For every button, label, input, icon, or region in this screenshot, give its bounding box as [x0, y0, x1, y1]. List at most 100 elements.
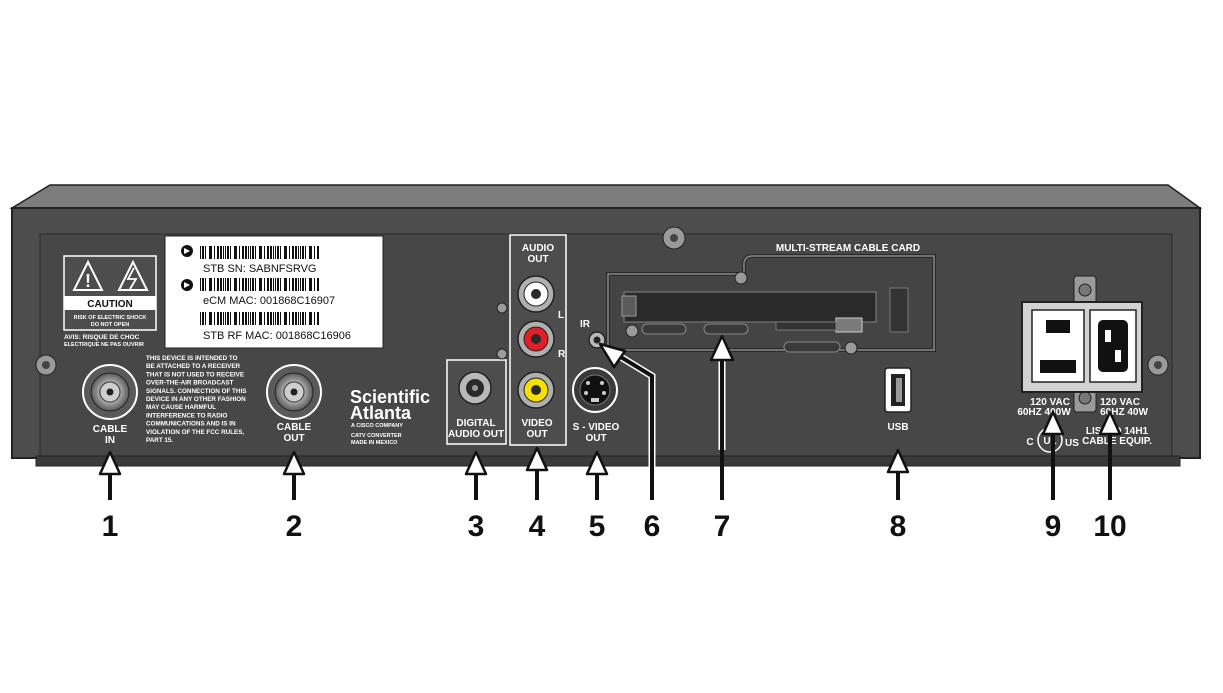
barcode-bar: [248, 278, 249, 291]
warning-icon: [72, 259, 104, 291]
barcode-bar: [202, 246, 204, 259]
barcode-bar: [317, 278, 319, 291]
barcode-bar: [217, 312, 219, 325]
barcode-bar: [298, 312, 299, 325]
barcode-bar: [305, 246, 306, 259]
barcode-bar: [220, 278, 222, 291]
caution-label-frame: [63, 255, 157, 331]
power-section: 120 VAC 60HZ 400W 120 VAC 60HZ 40W UL C …: [1017, 275, 1152, 453]
barcode-bar: [292, 246, 294, 259]
barcode-bar: [230, 278, 231, 291]
arrow-bullet-icon: [184, 248, 190, 254]
barcode-bar: [239, 246, 240, 259]
barcode-bar: [289, 278, 290, 291]
fcc-notice-line: BE ATTACHED TO A RECEIVER: [146, 363, 241, 370]
barcode-bar: [292, 312, 294, 325]
barcode-bar: [277, 278, 279, 291]
barcode-bar: [314, 278, 315, 291]
f-connector-pin: [106, 388, 114, 396]
barcode-bar: [230, 312, 231, 325]
barcode-bar: [220, 246, 222, 259]
screw-icon: [496, 348, 508, 360]
callout-number-1: 1: [102, 510, 119, 543]
fcc-notice-line: THIS DEVICE IS INTENDED TO: [146, 355, 238, 362]
barcode-bar: [309, 312, 312, 325]
brand-line-1: Scientific: [350, 387, 430, 407]
barcode-bar: [255, 278, 256, 291]
barcode-bar: [234, 312, 237, 325]
cable-out-connector: [266, 364, 322, 420]
barcode-bar: [250, 246, 251, 259]
barcode-bar: [295, 246, 297, 259]
s-video-pin: [602, 391, 606, 395]
rca-jack-pin: [531, 385, 541, 395]
barcode-bar: [205, 312, 206, 325]
callout-6-leader: [598, 342, 656, 500]
barcode-bar: [259, 312, 262, 325]
usb-label: USB: [887, 422, 908, 433]
card-slot-rail: [889, 287, 909, 333]
barcode-bar: [245, 278, 247, 291]
cable-in-label: IN: [105, 435, 115, 446]
barcode-bar: [217, 278, 219, 291]
outlet-rating: 120 VAC: [1030, 397, 1070, 408]
callout-arrow-head: [1041, 410, 1065, 436]
barcode-bar: [275, 278, 276, 291]
barcode-bar: [214, 312, 215, 325]
barcode-bar: [255, 246, 256, 259]
made-in-mexico: MADE IN MEXICO: [351, 440, 398, 446]
barcode-bar: [292, 278, 294, 291]
caution-line-2: DO NOT OPEN: [91, 322, 130, 328]
listed-label: CABLE EQUIP.: [1082, 436, 1152, 447]
barcode-bar: [300, 246, 301, 259]
barcode-bar: [217, 246, 219, 259]
warning-exclamation: !: [85, 271, 91, 291]
digital-audio-out-jack: [446, 359, 507, 445]
chassis-base: [35, 455, 1181, 467]
barcode-bar: [267, 246, 269, 259]
barcode-bar: [300, 278, 301, 291]
barcode-bar: [264, 246, 265, 259]
slot-pill: [641, 323, 687, 335]
screw-icon: [1154, 361, 1162, 369]
barcode-bar: [205, 246, 206, 259]
barcode-bar: [209, 278, 212, 291]
barcode-bar: [223, 278, 224, 291]
barcode-bar: [302, 278, 304, 291]
usb-port-tongue: [896, 378, 902, 402]
barcode-bar: [277, 312, 279, 325]
callout-number-4: 4: [529, 510, 546, 543]
fcc-notice-line: PART 15.: [146, 437, 173, 444]
barcode-bar: [227, 312, 229, 325]
barcode-bar: [317, 246, 319, 259]
s-video-pin: [586, 381, 590, 385]
barcode-bar: [202, 278, 204, 291]
barcode-bar: [305, 278, 306, 291]
barcode-bar: [200, 246, 201, 259]
barcode-bar: [298, 246, 299, 259]
inlet-pin: [1105, 330, 1111, 342]
barcode-bar: [248, 246, 249, 259]
barcode-bar: [250, 312, 251, 325]
barcode: [200, 312, 319, 325]
inlet-pin: [1115, 350, 1121, 362]
caution-title: CAUTION: [87, 299, 133, 310]
barcode-bar: [317, 312, 319, 325]
video-out-label: VIDEO: [521, 418, 552, 429]
barcode-bar: [252, 312, 254, 325]
barcode-bar: [295, 278, 297, 291]
digital-audio-label: AUDIO OUT: [448, 429, 504, 440]
callout-number-5: 5: [589, 510, 606, 543]
callout-arrow-head: [1098, 410, 1122, 436]
barcode-bar: [309, 278, 312, 291]
ir-label: IR: [580, 319, 591, 330]
barcode-bar: [259, 278, 262, 291]
barcode-bar: [270, 312, 272, 325]
cable-in-connector: [82, 364, 138, 420]
s-video-out-jack: [572, 367, 618, 413]
screw-icon: [734, 271, 748, 285]
barcode-bar: [209, 312, 212, 325]
outlet-rating: 60HZ 400W: [1017, 407, 1071, 418]
